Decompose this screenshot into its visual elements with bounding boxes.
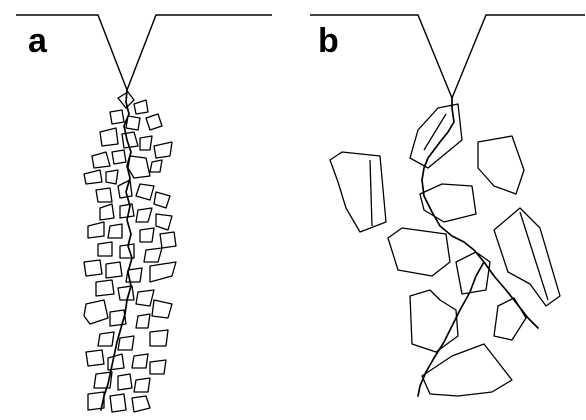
grains-b bbox=[330, 104, 560, 396]
grain bbox=[110, 394, 126, 412]
grain bbox=[136, 184, 154, 200]
grain bbox=[150, 160, 162, 172]
grain bbox=[388, 228, 450, 276]
grain bbox=[84, 300, 108, 324]
grain bbox=[92, 152, 110, 168]
grain bbox=[156, 214, 172, 230]
grain bbox=[154, 142, 172, 158]
grain bbox=[132, 396, 150, 412]
grain bbox=[160, 232, 176, 248]
grain bbox=[150, 330, 168, 346]
grain bbox=[478, 136, 524, 194]
grain bbox=[106, 170, 118, 184]
grain bbox=[96, 188, 112, 202]
grain bbox=[134, 100, 148, 114]
grain bbox=[118, 374, 132, 390]
grain bbox=[494, 298, 526, 340]
panel-b: b bbox=[310, 15, 585, 396]
grain bbox=[88, 222, 104, 238]
grain bbox=[98, 242, 112, 256]
grain bbox=[140, 228, 154, 242]
grain bbox=[110, 110, 124, 124]
grain bbox=[154, 192, 170, 208]
grain bbox=[98, 332, 114, 346]
grain bbox=[330, 152, 386, 232]
grain bbox=[150, 262, 176, 282]
grain bbox=[136, 314, 150, 328]
panel-label-a: a bbox=[28, 22, 48, 60]
grain bbox=[96, 280, 114, 296]
grain bbox=[108, 354, 124, 370]
grain bbox=[140, 136, 152, 150]
notch-b bbox=[310, 15, 585, 98]
grain bbox=[456, 252, 490, 294]
panel-label-b: b bbox=[318, 22, 339, 60]
grain bbox=[118, 336, 134, 350]
grain bbox=[494, 208, 560, 306]
grain bbox=[120, 204, 134, 218]
grain bbox=[410, 290, 458, 352]
grain bbox=[118, 180, 132, 198]
notch-a bbox=[16, 15, 272, 90]
grain bbox=[100, 128, 118, 146]
grain bbox=[122, 132, 138, 148]
grain bbox=[84, 170, 102, 184]
grain bbox=[136, 290, 154, 306]
grain bbox=[108, 224, 122, 238]
grain bbox=[132, 354, 148, 368]
grain bbox=[84, 260, 102, 276]
grain bbox=[86, 350, 104, 366]
panel-a: a bbox=[16, 15, 272, 412]
grain bbox=[146, 114, 162, 130]
grain bbox=[150, 360, 166, 374]
grain bbox=[410, 104, 462, 168]
grain bbox=[134, 378, 150, 392]
grain bbox=[112, 150, 126, 164]
grain bbox=[136, 208, 152, 222]
grain bbox=[144, 248, 162, 262]
grain bbox=[128, 156, 150, 178]
grain bbox=[152, 300, 172, 318]
grain bbox=[118, 286, 134, 300]
grain bbox=[100, 204, 114, 220]
grain bbox=[106, 262, 122, 278]
